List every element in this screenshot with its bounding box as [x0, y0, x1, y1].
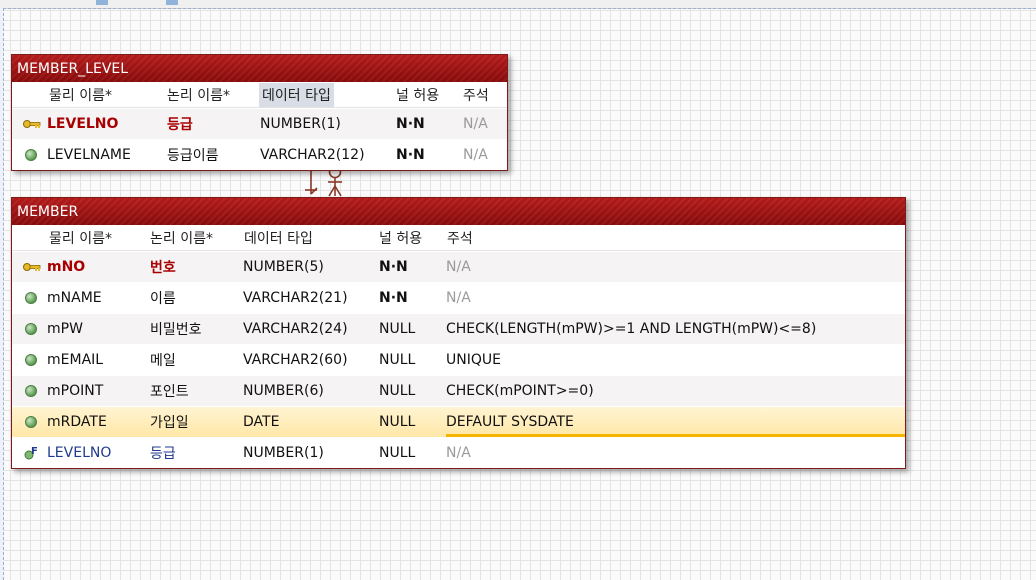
header-data-type[interactable]: 데이터 타입	[259, 83, 334, 107]
nullable: NULL	[379, 445, 416, 461]
toolbar-icon[interactable]	[166, 0, 178, 5]
physical-name: mNAME	[47, 290, 102, 306]
logical-name: 포인트	[150, 384, 189, 400]
page-boundary-vertical	[0, 8, 4, 580]
table-row[interactable]: mEMAIL 메일 VARCHAR2(60) NULL UNIQUE	[12, 344, 905, 375]
physical-name: mPOINT	[47, 383, 104, 399]
nullable: NULL	[379, 414, 416, 430]
comment[interactable]: DEFAULT SYSDATE	[446, 414, 574, 430]
logical-name: 메일	[150, 353, 176, 369]
nullable: N·N	[396, 147, 425, 163]
column-header-row: 물리 이름* 논리 이름* 데이터 타입 널 허용 주석	[12, 82, 507, 108]
data-type: NUMBER(1)	[260, 116, 341, 132]
nullable: N·N	[396, 116, 425, 132]
physical-name: LEVELNO	[47, 445, 112, 461]
logical-name: 등급	[150, 446, 176, 462]
nullable: NULL	[379, 352, 416, 368]
logical-name: 비밀번호	[150, 322, 202, 338]
comment: N/A	[446, 445, 471, 461]
nullable: N·N	[379, 259, 408, 275]
table-row[interactable]: mNO 번호 NUMBER(5) N·N N/A	[12, 251, 905, 282]
comment: N/A	[463, 116, 488, 132]
physical-name: LEVELNAME	[47, 147, 131, 163]
column-dot-icon	[25, 314, 37, 344]
svg-text:F: F	[31, 446, 38, 457]
header-data-type[interactable]: 데이터 타입	[244, 231, 313, 247]
column-dot-icon	[25, 376, 37, 406]
data-type: VARCHAR2(60)	[243, 352, 348, 368]
table-row[interactable]: mPW 비밀번호 VARCHAR2(24) NULL CHECK(LENGTH(…	[12, 313, 905, 344]
header-logical-name[interactable]: 논리 이름*	[150, 231, 213, 247]
header-comment[interactable]: 주석	[463, 88, 489, 104]
column-dot-icon	[25, 140, 37, 170]
logical-name: 등급이름	[167, 148, 219, 164]
header-comment[interactable]: 주석	[447, 231, 473, 247]
entity-member[interactable]: MEMBER 물리 이름* 논리 이름* 데이터 타입 널 허용 주석 mNO …	[11, 197, 906, 469]
header-nullable[interactable]: 널 허용	[379, 231, 423, 247]
nullable: N·N	[379, 290, 408, 306]
logical-name: 가입일	[150, 415, 189, 431]
column-dot-icon	[25, 345, 37, 375]
comment: CHECK(mPOINT>=0)	[446, 383, 594, 399]
column-dot-icon	[25, 407, 37, 437]
foreign-key-icon: F	[23, 438, 41, 468]
column-header-row: 물리 이름* 논리 이름* 데이터 타입 널 허용 주석	[12, 225, 905, 251]
comment: N/A	[463, 147, 488, 163]
primary-key-icon	[23, 109, 41, 139]
physical-name: LEVELNO	[47, 116, 119, 132]
data-type: VARCHAR2(12)	[260, 147, 365, 163]
entity-title[interactable]: MEMBER_LEVEL	[12, 55, 507, 82]
header-physical-name[interactable]: 물리 이름*	[49, 231, 112, 247]
data-type: NUMBER(1)	[243, 445, 324, 461]
entity-member-level[interactable]: MEMBER_LEVEL 물리 이름* 논리 이름* 데이터 타입 널 허용 주…	[11, 54, 508, 171]
header-nullable[interactable]: 널 허용	[396, 88, 440, 104]
comment: UNIQUE	[446, 352, 501, 368]
data-type: NUMBER(5)	[243, 259, 324, 275]
entity-title[interactable]: MEMBER	[12, 198, 905, 225]
comment: CHECK(LENGTH(mPW)>=1 AND LENGTH(mPW)<=8)	[446, 321, 817, 337]
comment: N/A	[446, 259, 471, 275]
data-type: NUMBER(6)	[243, 383, 324, 399]
header-physical-name[interactable]: 물리 이름*	[49, 88, 112, 104]
table-row[interactable]: LEVELNAME 등급이름 VARCHAR2(12) N·N N/A	[12, 139, 507, 170]
table-row[interactable]: F LEVELNO 등급 NUMBER(1) NULL N/A	[12, 437, 905, 468]
physical-name: mNO	[47, 259, 86, 275]
table-row[interactable]: LEVELNO 등급 NUMBER(1) N·N N/A	[12, 108, 507, 139]
column-dot-icon	[25, 283, 37, 313]
logical-name: 이름	[150, 291, 176, 307]
data-type: DATE	[243, 414, 280, 430]
toolbar-icon[interactable]	[96, 0, 108, 5]
edit-underline	[446, 434, 905, 437]
primary-key-icon	[23, 252, 41, 282]
physical-name: mPW	[47, 321, 83, 337]
logical-name: 번호	[150, 260, 176, 276]
data-type: VARCHAR2(21)	[243, 290, 348, 306]
table-row-selected[interactable]: mRDATE 가입일 DATE NULL DEFAULT SYSDATE	[12, 406, 905, 437]
table-row[interactable]: mNAME 이름 VARCHAR2(21) N·N N/A	[12, 282, 905, 313]
logical-name: 등급	[167, 117, 193, 133]
physical-name: mEMAIL	[47, 352, 104, 368]
nullable: NULL	[379, 383, 416, 399]
nullable: NULL	[379, 321, 416, 337]
page-boundary-horizontal	[3, 8, 1036, 9]
comment: N/A	[446, 290, 471, 306]
header-logical-name[interactable]: 논리 이름*	[167, 88, 230, 104]
data-type: VARCHAR2(24)	[243, 321, 348, 337]
physical-name: mRDATE	[47, 414, 107, 430]
many-marker	[328, 185, 336, 197]
table-row[interactable]: mPOINT 포인트 NUMBER(6) NULL CHECK(mPOINT>=…	[12, 375, 905, 406]
